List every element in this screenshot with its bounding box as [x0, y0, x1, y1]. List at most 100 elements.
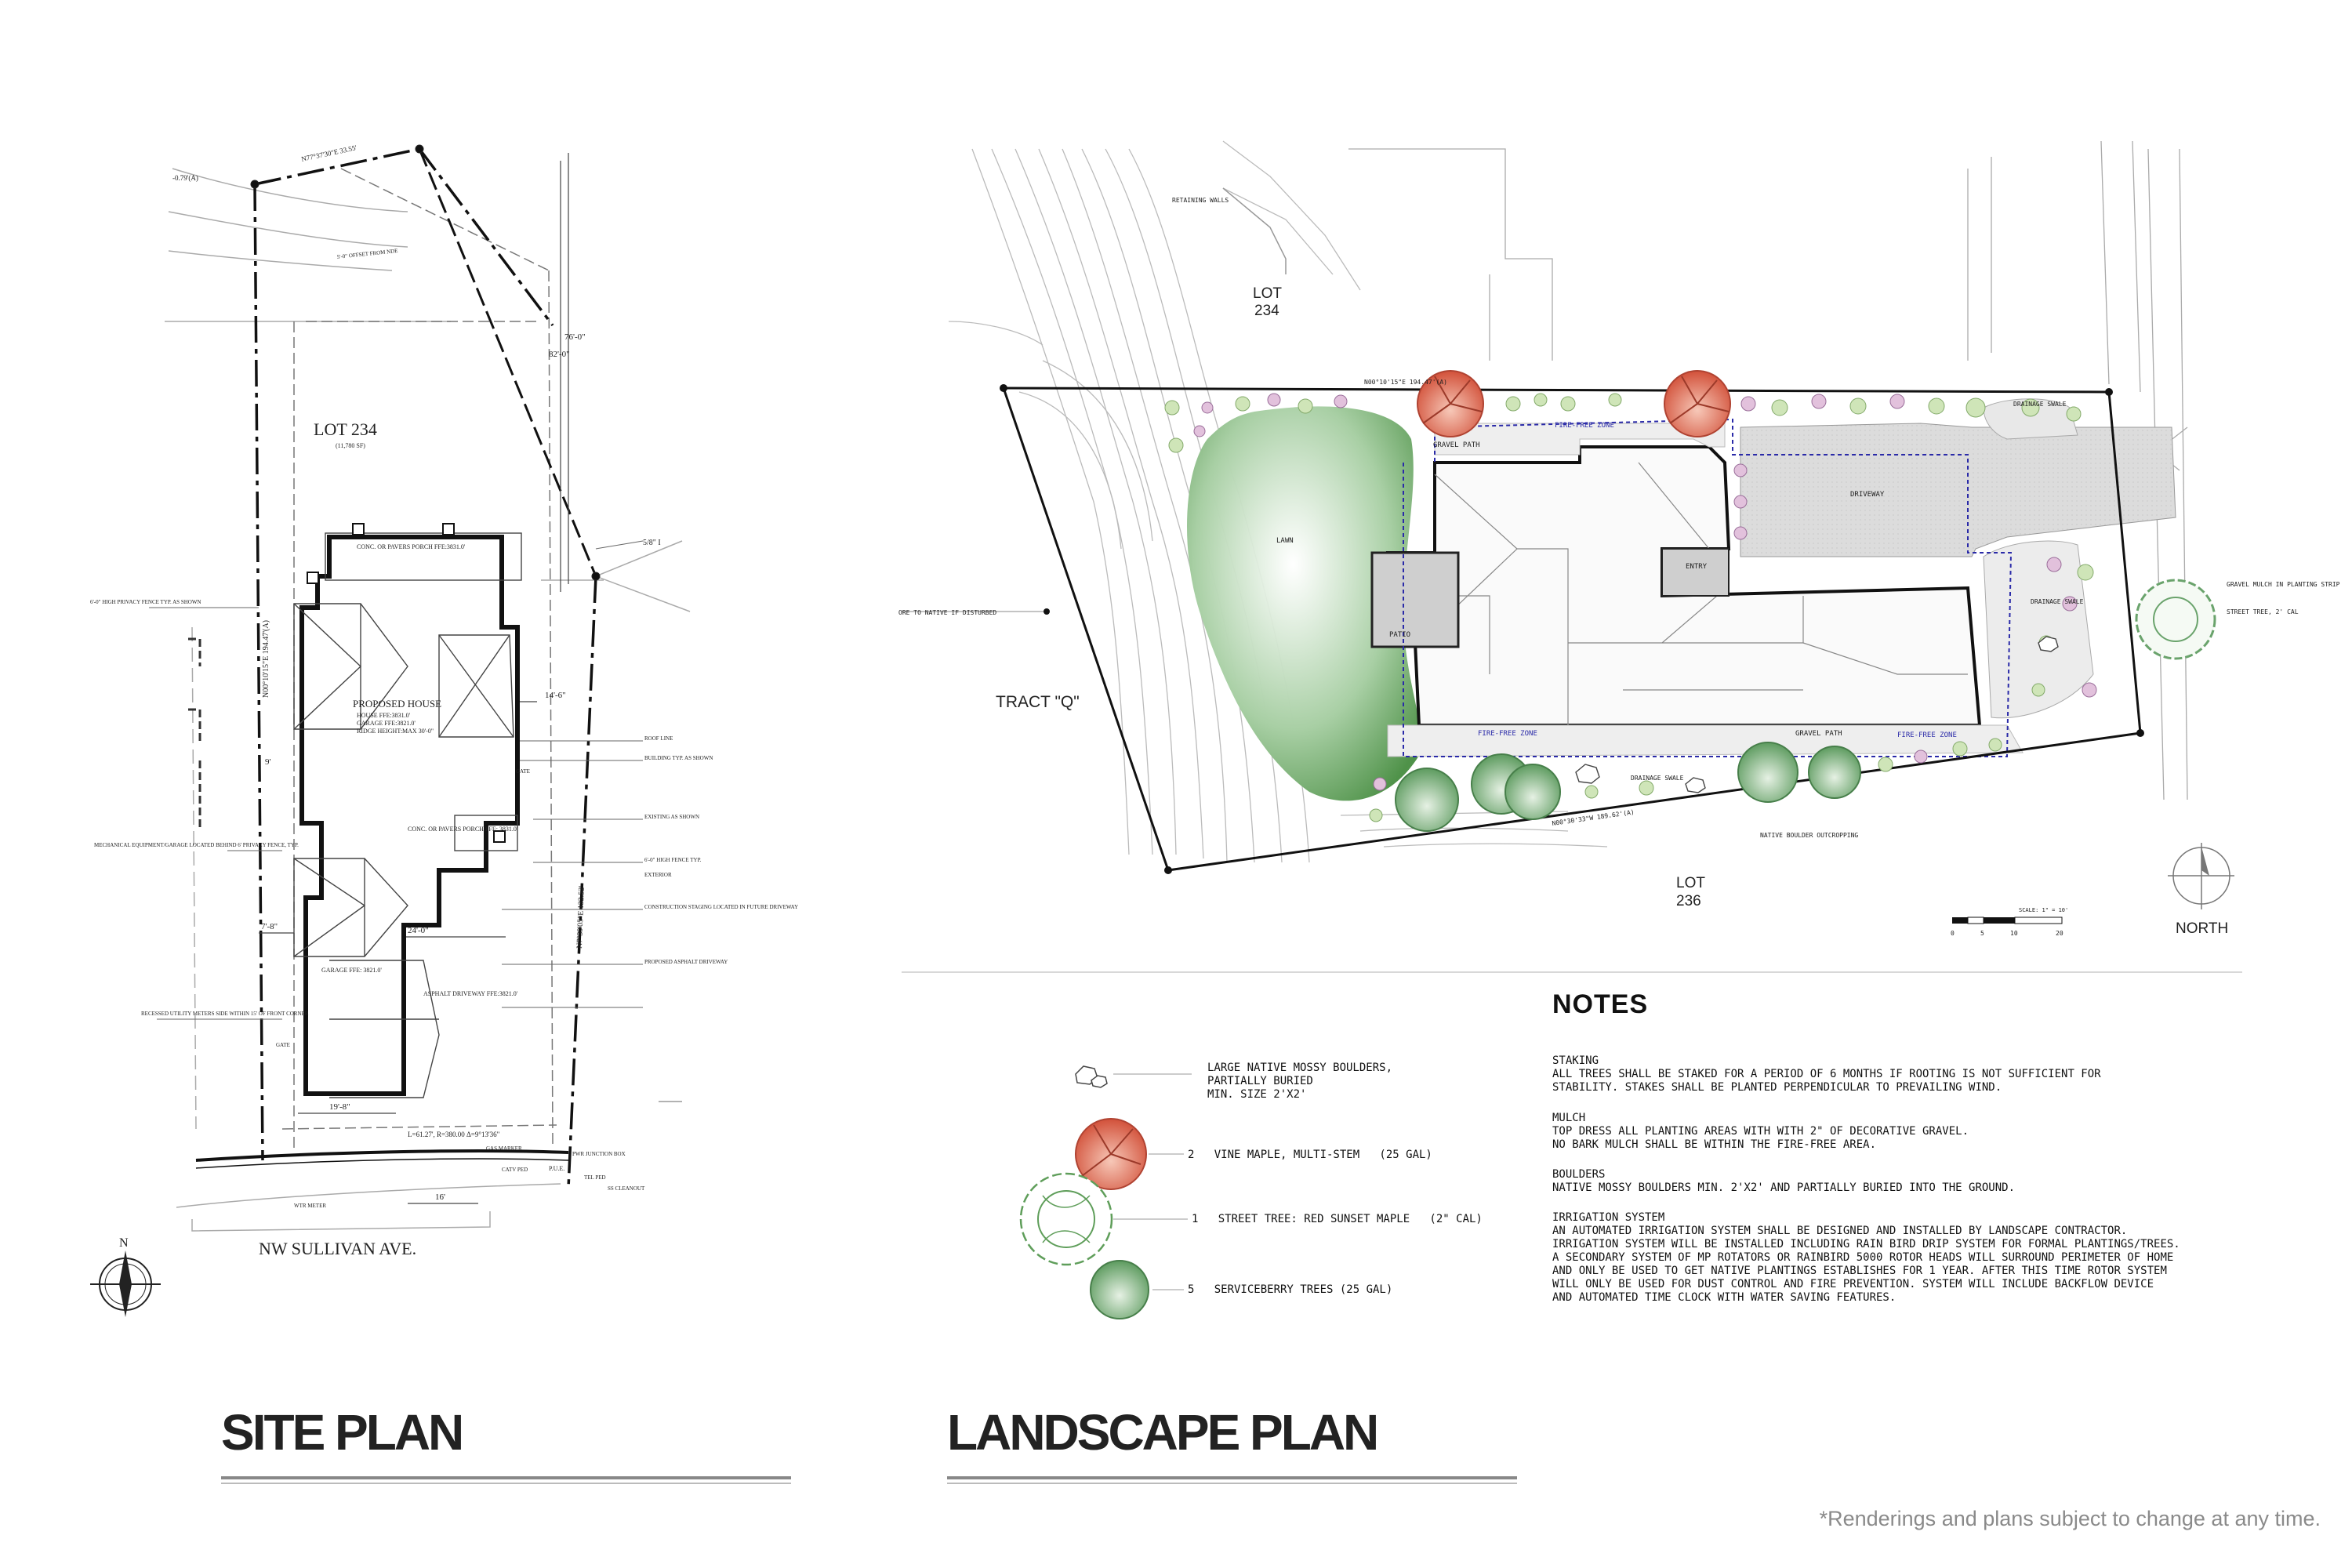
- site-note-pue: P.U.E.: [549, 1165, 564, 1172]
- restore-leader-dot: [1044, 608, 1050, 615]
- notes-staking: STAKING ALL TREES SHALL BE STAKED FOR A …: [1552, 1054, 2101, 1094]
- shrub: [1928, 397, 1945, 415]
- landscape-neighbor-lines: [1348, 140, 2188, 800]
- shrub: [1889, 394, 1905, 409]
- drainage-right-label: DRAINAGE SWALE: [2031, 598, 2084, 605]
- notes-line: NATIVE MOSSY BOULDERS MIN. 2'X2' AND PAR…: [1552, 1181, 2016, 1194]
- legend-boulders-line: MIN. SIZE 2'X2': [1207, 1088, 1307, 1101]
- fire-free-zone-line: [1403, 418, 2013, 757]
- serviceberry-tree: [1395, 768, 1459, 832]
- notes-mulch-heading: MULCH: [1552, 1112, 1586, 1124]
- street-tree-canopy: [2135, 579, 2216, 660]
- site-top-value: -0.79'(A): [172, 174, 198, 182]
- scale-seg: [1967, 916, 1984, 924]
- landscape-roof-lines: [1434, 462, 1968, 725]
- site-note-ss: SS CLEANOUT: [608, 1185, 645, 1192]
- site-note-gate-bottom: GATE: [276, 1042, 290, 1048]
- site-pin-label: 5/8" I: [643, 539, 661, 547]
- site-corner-marker: [415, 144, 424, 154]
- shrubs: [1164, 393, 2097, 822]
- shrub: [2031, 683, 2045, 697]
- entry-label: ENTRY: [1686, 563, 1708, 571]
- shrub: [1740, 396, 1756, 412]
- site-context-lines: [165, 168, 691, 1232]
- driveway-label: DRIVEWAY: [1850, 491, 1885, 499]
- site-note-meters: RECESSED UTILITY METERS SIDE WITHIN 15' …: [141, 1011, 309, 1017]
- site-curb-back: [195, 1158, 569, 1169]
- street-tree-plant: [2135, 579, 2216, 660]
- site-note-building: BUILDING TYP. AS SHOWN: [644, 755, 713, 761]
- site-dim-24: 24'-0": [408, 926, 429, 935]
- boulder: [2038, 636, 2059, 652]
- site-note-staging: CONSTRUCTION STAGING LOCATED IN FUTURE D…: [644, 904, 798, 910]
- notes-title: NOTES: [1552, 989, 1649, 1019]
- site-corner-marker: [591, 572, 601, 581]
- vine-maple-branches: [1669, 376, 1730, 424]
- site-house-sub3: RIDGE HEIGHT:MAX 30'-0": [357, 728, 434, 735]
- boulders: [1575, 636, 2059, 793]
- driveway-area: [1740, 423, 2176, 557]
- site-note-wtr: WTR METER: [294, 1203, 326, 1209]
- site-note-fence-right: 6'-0" HIGH FENCE TYP.: [644, 857, 702, 863]
- shrub: [1733, 463, 1748, 477]
- site-street-label: NW SULLIVAN AVE.: [259, 1239, 416, 1258]
- site-dim-76: 76'-0": [564, 332, 586, 342]
- shrub: [1811, 394, 1827, 409]
- site-neighbor: [188, 637, 201, 831]
- shrub: [1952, 741, 1968, 757]
- site-note-gate: GATE: [516, 768, 530, 775]
- shrub: [1771, 399, 1788, 416]
- shrub: [1505, 396, 1521, 412]
- fire-free-left-label: FIRE-FREE ZONE: [1478, 730, 1537, 738]
- scale-label: SCALE: 1" = 10': [2019, 907, 2068, 913]
- site-note-tel: TEL PED: [584, 1174, 606, 1181]
- gravel-path-bottom: [1387, 724, 2024, 757]
- disclaimer-text: *Renderings and plans subject to change …: [1819, 1507, 2321, 1530]
- site-note-mech: MECHANICAL EQUIPMENT/GARAGE LOCATED BEHI…: [94, 842, 299, 848]
- boulder: [1685, 777, 1706, 793]
- shrub: [1201, 401, 1214, 414]
- site-plan-text: LOT 234 (11,780 SF) PROPOSED HOUSE HOUSE…: [90, 143, 798, 1258]
- scale-tick: 5: [1980, 930, 1984, 937]
- serviceberry-plants: [1395, 742, 1861, 832]
- legend-boulders-line: PARTIALLY BURIED: [1207, 1075, 1313, 1087]
- site-garage-label: GARAGE FFE: 3821.0': [321, 967, 382, 974]
- boulder-outcrop-label: NATIVE BOULDER OUTCROPPING: [1760, 832, 1858, 839]
- serviceberry-tree: [1504, 764, 1561, 820]
- shrub: [2046, 557, 2062, 572]
- site-dim-16: 16': [435, 1192, 445, 1202]
- legend-street-tree-symbol: [1019, 1172, 1188, 1266]
- street-tree-callout: STREET TREE, 2' CAL: [2227, 608, 2299, 615]
- fire-free-right-label: FIRE-FREE ZONE: [1897, 731, 1957, 739]
- retaining-label: RETAINING WALLS: [1172, 197, 1229, 204]
- site-dim-82: 82'-0": [549, 350, 570, 359]
- site-house-footprint: [299, 535, 520, 1096]
- notes-boulders-heading: BOULDERS: [1552, 1168, 1606, 1181]
- serviceberry-tree: [1737, 742, 1798, 803]
- site-house-label: PROPOSED HOUSE: [353, 698, 441, 710]
- scale-seg: [1952, 917, 1968, 924]
- scale-tick: 20: [2056, 930, 2063, 937]
- lot-236-number: 236: [1676, 893, 1701, 909]
- shrub: [1878, 757, 1893, 772]
- legend-boulders-line: LARGE NATIVE MOSSY BOULDERS,: [1207, 1062, 1393, 1074]
- site-house-sub2: GARAGE FFE:3821.0': [357, 720, 416, 727]
- gravel-mulch-label: GRAVEL MULCH IN PLANTING STRIP: [2227, 581, 2340, 588]
- landscape-north-label: NORTH: [2176, 920, 2228, 937]
- site-note-existing: EXISTING AS SHOWN: [644, 814, 699, 820]
- shrub: [1608, 393, 1622, 407]
- shrub: [1534, 393, 1548, 407]
- shrub: [1267, 393, 1281, 407]
- site-house-sub1: HOUSE FFE:3831.0': [357, 712, 411, 719]
- site-note-driveway: PROPOSED ASPHALT DRIVEWAY: [644, 959, 728, 965]
- site-dim-9: 9': [265, 757, 271, 767]
- landscape-corner: [1164, 866, 1172, 874]
- legend-serviceberry: 5 SERVICEBERRY TREES (25 GAL): [1188, 1283, 1393, 1296]
- shrub: [1369, 808, 1383, 822]
- notes-line: TOP DRESS ALL PLANTING AREAS WITH WITH 2…: [1552, 1125, 1969, 1138]
- shrub: [1639, 780, 1654, 796]
- site-lot-area: (11,780 SF): [336, 442, 365, 449]
- vine-maple-branches: [1422, 376, 1483, 424]
- shrub: [1373, 777, 1387, 791]
